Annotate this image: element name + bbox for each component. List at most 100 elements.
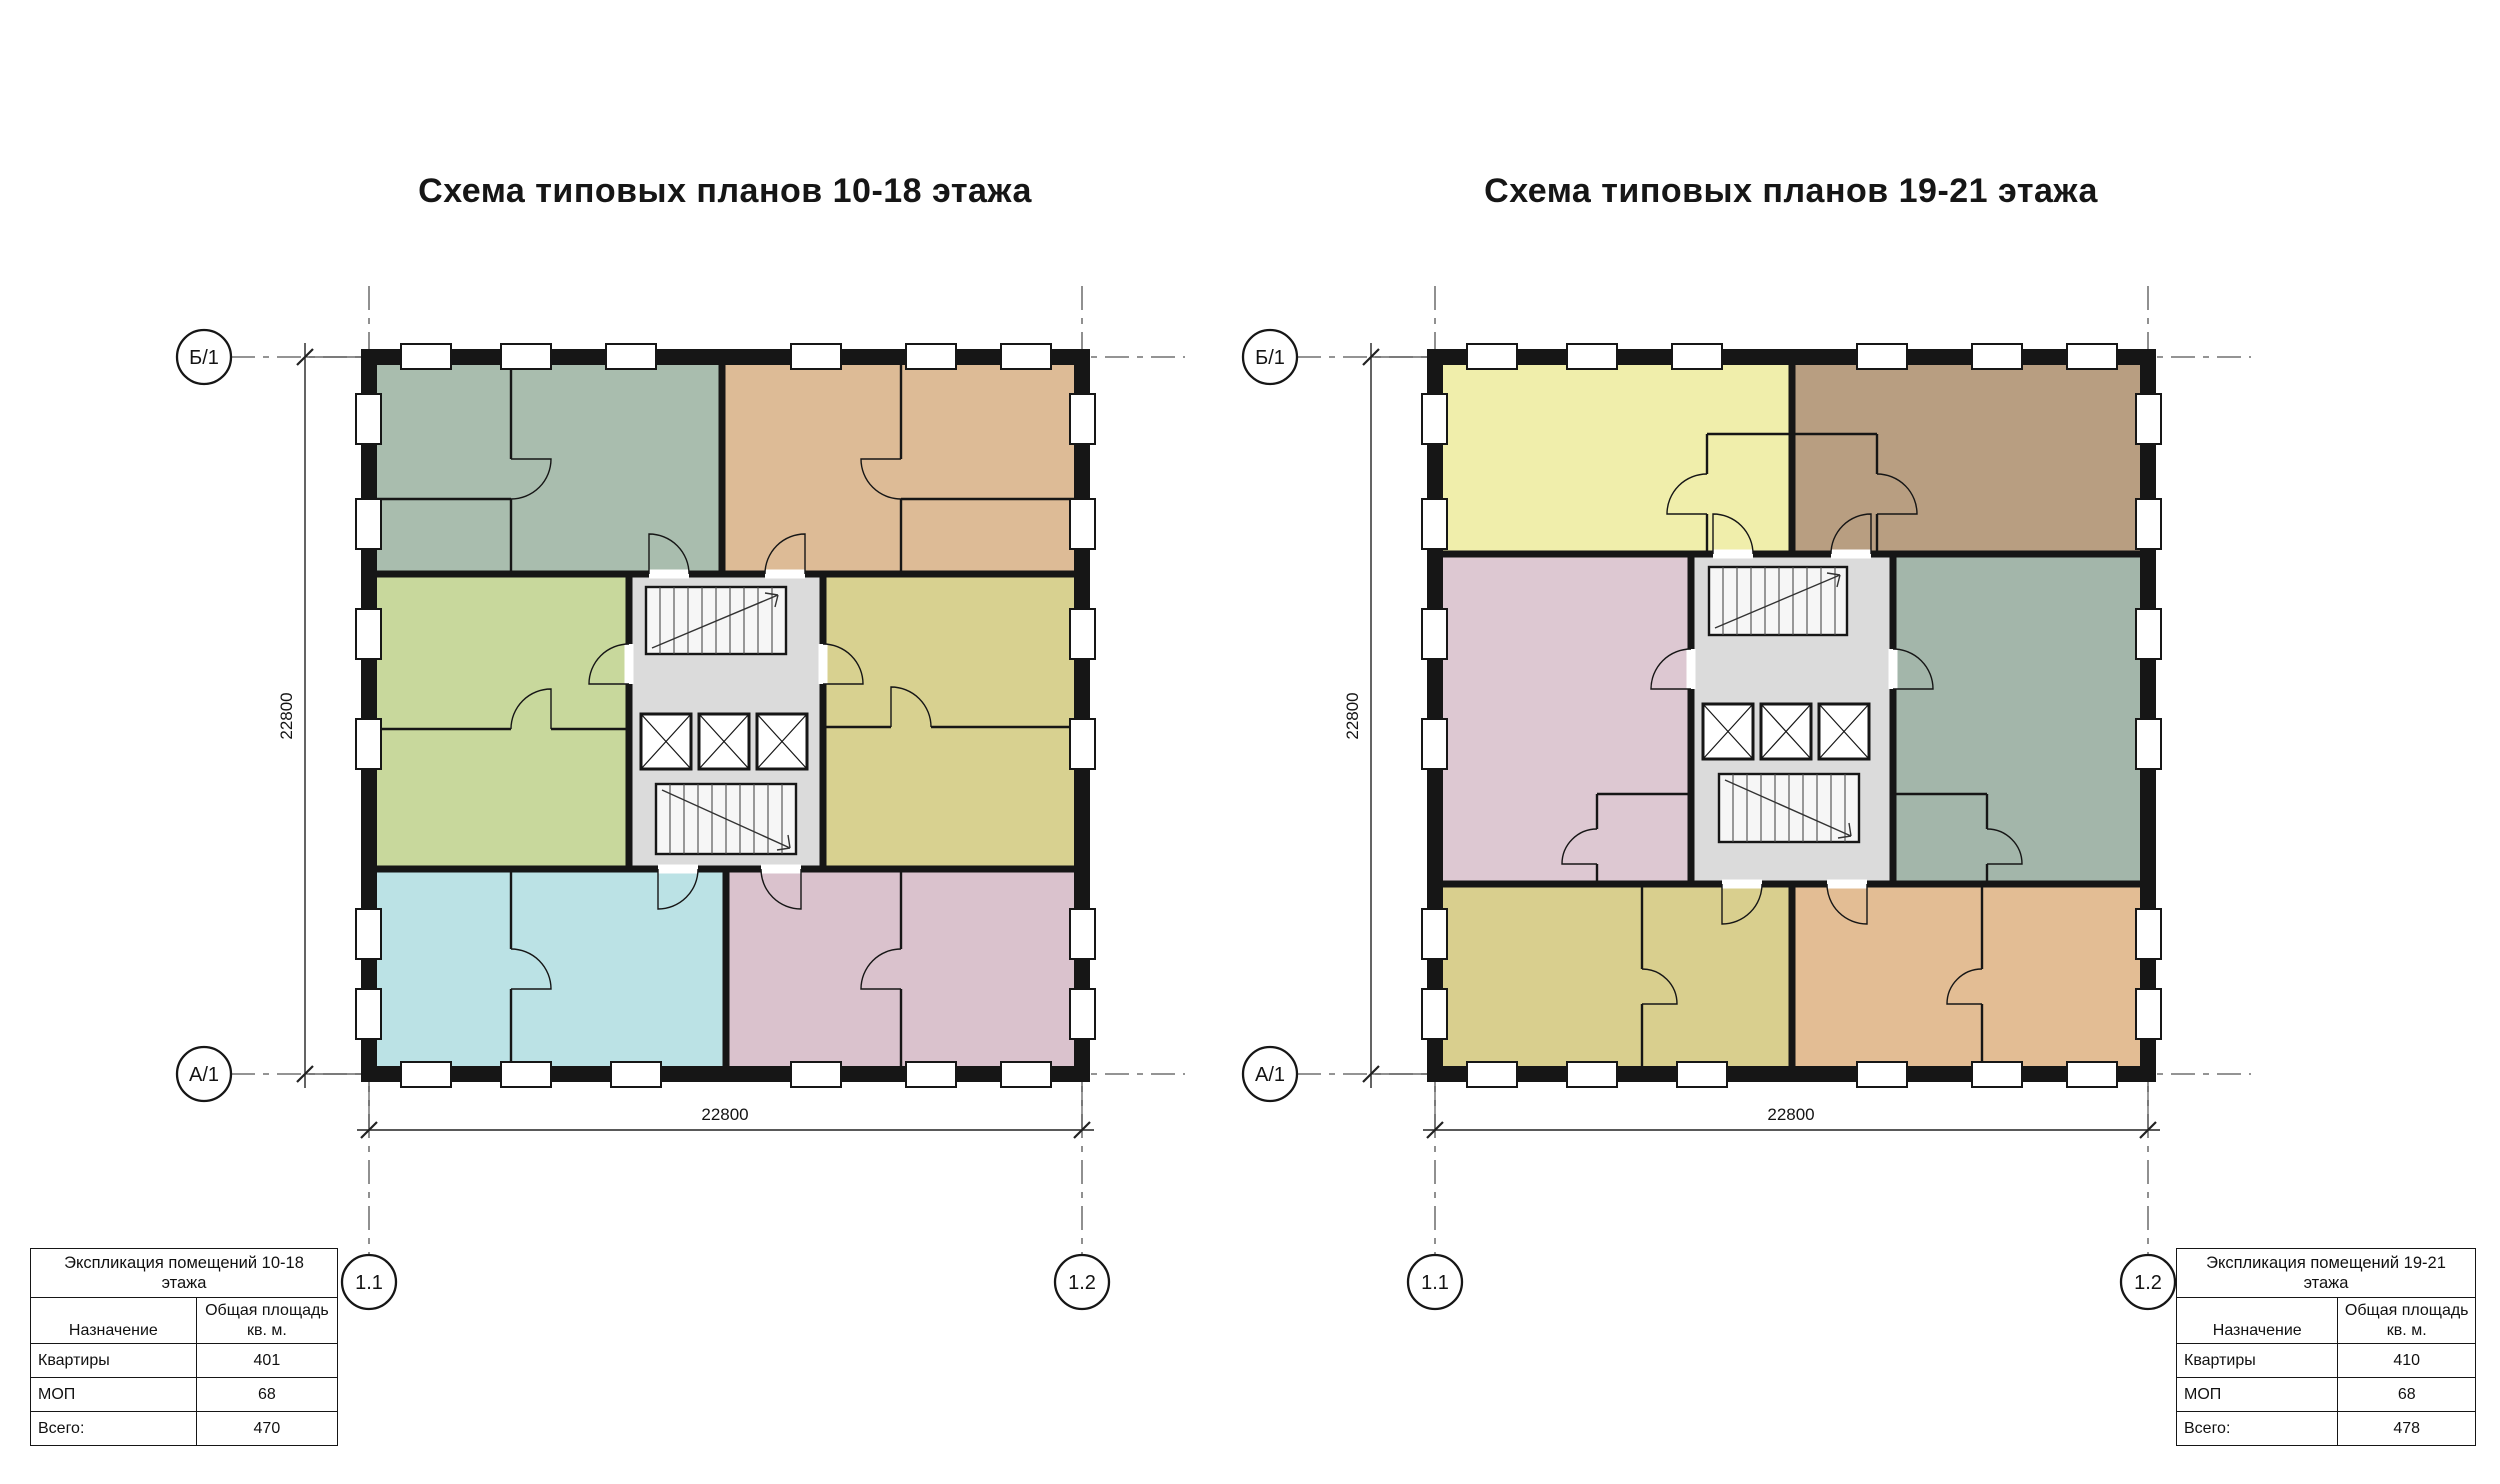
apartment-bottom-right (1792, 884, 2140, 1066)
row-label: Всего: (2175, 1411, 2339, 1447)
row-value: 401 (195, 1343, 339, 1379)
floor-plan-1: 22800 22800 Б/1 А/1 1.1 1.2 (175, 286, 1185, 1311)
apartment-mid-left (1443, 554, 1691, 884)
stairwell-upper (1707, 565, 1849, 637)
table-row: МОП 68 (2175, 1377, 2476, 1413)
axis-label: 1.2 (2134, 1272, 2162, 1294)
col-header-area-line-2: кв. м. (2386, 1321, 2427, 1339)
window-openings (355, 343, 1096, 1088)
row-value: 68 (2337, 1377, 2476, 1413)
col-header-area-line-1: Общая площадь (205, 1302, 329, 1320)
table-row: Квартиры 410 (2175, 1343, 2476, 1379)
window-openings (1421, 343, 2162, 1088)
axis-marker-1-1: 1.1 (340, 1253, 398, 1311)
stair-arrow (661, 789, 791, 851)
exploitation-table-2: Экспликация помещений 19-21 этажа Назнач… (2175, 1247, 2476, 1447)
table-row: Квартиры 401 (30, 1343, 339, 1379)
axis-circle (2119, 1253, 2177, 1311)
room-partitions (377, 365, 1074, 1066)
axis-label: А/1 (189, 1064, 219, 1086)
table-row: МОП 68 (30, 1377, 339, 1413)
row-value: 410 (2337, 1343, 2476, 1379)
table-title-line-2: этажа (2303, 1274, 2349, 1293)
stair-arrow (1714, 572, 1841, 629)
dim-extensions (1371, 356, 1427, 1075)
stair-arrow (1724, 779, 1852, 839)
table-title-line-1: Экспликация помещений 10-18 (64, 1254, 304, 1272)
building-2 (1421, 343, 2162, 1088)
row-label: Всего: (30, 1411, 197, 1447)
door-arcs (1561, 473, 2023, 1005)
dimension-vertical: 22800 (277, 343, 361, 1088)
plan-title-1: Схема типовых планов 10-18 этажа (418, 172, 1032, 210)
dim-label-horizontal: 22800 (701, 1105, 748, 1124)
dim-label-vertical: 22800 (277, 692, 296, 739)
row-value: 478 (2337, 1411, 2476, 1447)
axis-circle (1406, 1253, 1464, 1311)
dimension-horizontal: 22800 (1423, 1086, 2160, 1139)
dimension-vertical: 22800 (1343, 343, 1427, 1088)
axis-circle (1241, 328, 1299, 386)
axis-markers: Б/1 А/1 1.1 1.2 (175, 328, 1111, 1311)
axis-marker-1-2: 1.2 (2119, 1253, 2177, 1311)
col-header-area: Общая площадь кв. м. (2337, 1297, 2476, 1345)
row-label: МОП (30, 1377, 197, 1413)
row-label: Квартиры (2175, 1343, 2339, 1379)
axis-circle (175, 1045, 233, 1103)
elevator-cross-marks (1702, 703, 1870, 760)
row-value: 470 (195, 1411, 339, 1447)
stairwell-lower (1717, 772, 1861, 844)
axis-markers: Б/1 А/1 1.1 1.2 (1241, 328, 2177, 1311)
row-label: Квартиры (30, 1343, 197, 1379)
axis-circle (340, 1253, 398, 1311)
table-title: Экспликация помещений 10-18 этажа (30, 1247, 338, 1299)
stair-arrow (651, 592, 779, 649)
axis-circle (1053, 1253, 1111, 1311)
floor-plan-2: 22800 22800 Б/1 А/1 1.1 1.2 (1241, 286, 2251, 1311)
axis-label: А/1 (1255, 1064, 1285, 1086)
table-row: Всего: 478 (2175, 1411, 2476, 1447)
door-arcs (510, 458, 932, 990)
table-title-line-1: Экспликация помещений 19-21 (2206, 1254, 2446, 1272)
col-header-purpose: Назначение (2175, 1297, 2339, 1345)
table-title: Экспликация помещений 19-21 этажа (2176, 1247, 2476, 1299)
axis-marker-b1: Б/1 (175, 328, 233, 386)
axis-marker-a1: А/1 (1241, 1045, 1299, 1103)
apartment-top-left (1443, 365, 1792, 554)
col-header-purpose: Назначение (30, 1297, 197, 1345)
elevators (639, 712, 809, 771)
apartment-mid-left (377, 574, 629, 869)
apartment-bottom-left (1443, 884, 1792, 1066)
axis-marker-1-2: 1.2 (1053, 1253, 1111, 1311)
col-header-area-line-2: кв. м. (246, 1321, 287, 1339)
dim-extensions (368, 1086, 1083, 1130)
row-value: 68 (195, 1377, 339, 1413)
dim-extensions (305, 356, 361, 1075)
stairwell-lower (654, 782, 798, 856)
row-label: МОП (2175, 1377, 2339, 1413)
room-partitions (1595, 432, 1989, 1066)
unit-walls (377, 365, 1074, 1066)
dim-extensions (1434, 1086, 2149, 1130)
building-1 (355, 343, 1096, 1088)
axis-marker-a1: А/1 (175, 1045, 233, 1103)
axis-label: 1.1 (1421, 1272, 1449, 1294)
apartment-mid-right (823, 574, 1074, 869)
axis-marker-1-1: 1.1 (1406, 1253, 1464, 1311)
apartment-top-right (722, 365, 1074, 574)
axis-label: 1.1 (355, 1272, 383, 1294)
dimension-horizontal: 22800 (357, 1086, 1094, 1139)
exploitation-table-1: Экспликация помещений 10-18 этажа Назнач… (30, 1247, 339, 1447)
door-openings (624, 569, 828, 874)
axis-circle (1241, 1045, 1299, 1103)
apartment-top-right (1792, 365, 2140, 554)
door-openings (1686, 549, 1898, 889)
elevator-cross-marks (640, 713, 808, 770)
unit-walls (1443, 365, 2140, 1066)
axis-marker-b1: Б/1 (1241, 328, 1299, 386)
col-header-area: Общая площадь кв. м. (195, 1297, 339, 1345)
apartment-mid-right (1893, 554, 2140, 884)
axis-label: Б/1 (1255, 347, 1285, 369)
table-row: Всего: 470 (30, 1411, 339, 1447)
